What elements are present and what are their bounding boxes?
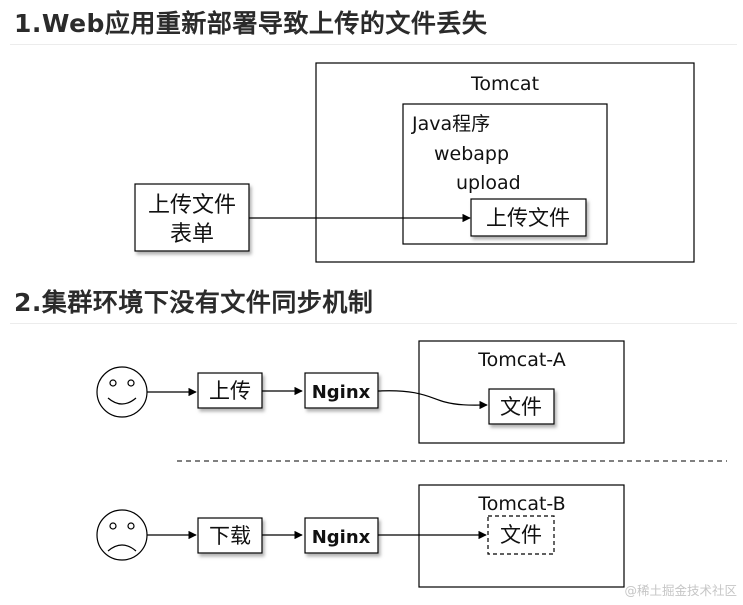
nginx-a-box: Nginx <box>304 372 379 409</box>
upload-form-box: 上传文件 表单 <box>134 183 250 252</box>
uploaded-file-label: 上传文件 <box>486 206 570 230</box>
section1-divider <box>10 44 737 45</box>
java-app-label: Java程序 <box>411 113 490 135</box>
download-action-box: 下载 <box>197 517 263 554</box>
file-b-label: 文件 <box>500 523 542 547</box>
tomcat-b-label: Tomcat-B <box>477 493 565 515</box>
watermark: @稀土掘金技术社区 <box>624 583 737 598</box>
uploaded-file-box: 上传文件 <box>470 198 587 237</box>
section1-title: 1.Web应用重新部署导致上传的文件丢失 <box>14 9 488 38</box>
download-action-label: 下载 <box>209 524 251 548</box>
section2-title: 2.集群环境下没有文件同步机制 <box>14 288 374 317</box>
happy-user-icon <box>96 366 148 418</box>
upload-form-label-line2: 表单 <box>170 222 214 247</box>
tomcat-a-label: Tomcat-A <box>477 349 566 371</box>
section2-divider <box>10 323 737 324</box>
file-a-label: 文件 <box>500 395 542 419</box>
nginx-a-label: Nginx <box>312 382 371 403</box>
upload-action-box: 上传 <box>197 372 263 409</box>
upload-form-label-line1: 上传文件 <box>148 193 236 218</box>
nginx-to-file-a-arrow <box>377 390 488 410</box>
nginx-b-box: Nginx <box>304 517 379 554</box>
missing-file-b-box: 文件 <box>487 515 555 555</box>
upload-action-label: 上传 <box>209 379 251 403</box>
webapp-dir-label: webapp <box>434 143 509 165</box>
tomcat-label: Tomcat <box>470 73 539 95</box>
file-a-box: 文件 <box>488 388 555 425</box>
sad-user-icon <box>96 509 148 561</box>
nginx-b-label: Nginx <box>312 527 371 548</box>
upload-dir-label: upload <box>456 172 521 194</box>
